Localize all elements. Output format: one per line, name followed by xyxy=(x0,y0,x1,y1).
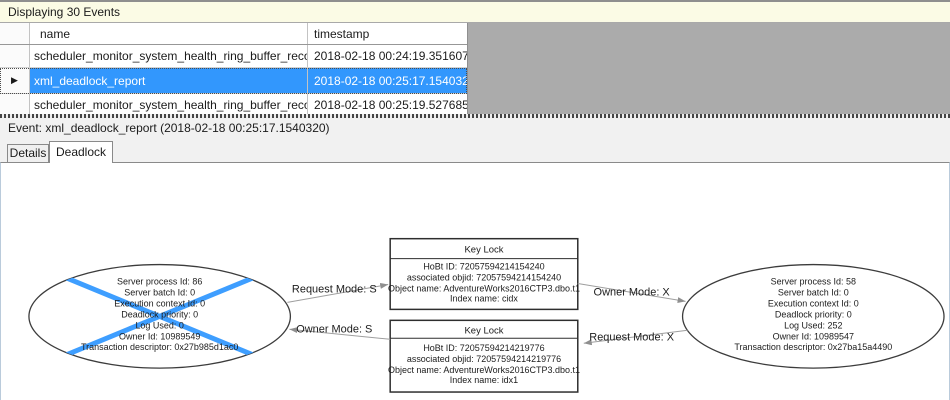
table-row[interactable]: scheduler_monitor_system_health_ring_buf… xyxy=(0,45,467,68)
resource-attr-line: HoBt ID: 72057594214154240 xyxy=(423,262,544,272)
deadlock-edges xyxy=(287,282,688,346)
process-attr-line: Owner Id: 10989549 xyxy=(119,331,200,341)
cell-timestamp: 2018-02-18 00:24:19.3516078 xyxy=(314,49,467,63)
process-winner-attributes: Server process Id: 58 Server batch Id: 0… xyxy=(734,276,892,352)
tab-strip: Details Deadlock xyxy=(0,139,950,163)
row-selector-cell[interactable] xyxy=(0,45,30,67)
resource-attr-line: Object name: AdventureWorks2016CTP3.dbo.… xyxy=(388,283,580,293)
process-attr-line: Deadlock priority: 0 xyxy=(775,309,852,319)
resource-bottom-attributes: Key Lock HoBt ID: 72057594214219776 asso… xyxy=(388,325,580,385)
process-attr-line: Log Used: 252 xyxy=(784,320,842,330)
resource-attr-line: Index name: idx1 xyxy=(450,375,518,385)
events-banner-label: Displaying 30 Events xyxy=(8,5,121,19)
cell-timestamp: 2018-02-18 00:25:19.5276859 xyxy=(314,98,467,112)
event-summary-label: Event: xml_deadlock_report (2018-02-18 0… xyxy=(8,121,330,135)
edge-request-s xyxy=(287,282,389,303)
resource-attr-line: Index name: cidx xyxy=(450,293,518,303)
process-attr-line: Owner Id: 10989547 xyxy=(773,331,854,341)
table-row[interactable]: scheduler_monitor_system_health_ring_buf… xyxy=(0,94,467,117)
cell-name: scheduler_monitor_system_health_ring_buf… xyxy=(30,94,308,116)
process-attr-line: Execution context Id: 0 xyxy=(768,298,859,308)
process-attr-line: Server process Id: 86 xyxy=(117,276,202,286)
grid-header-row: name timestamp xyxy=(0,23,467,45)
edge-label-owner-s: Owner Mode: S xyxy=(296,323,372,335)
cell-name: xml_deadlock_report xyxy=(30,68,308,93)
process-attr-line: Transaction descriptor: 0x27ba15a4490 xyxy=(734,342,892,352)
column-header-timestamp[interactable]: timestamp xyxy=(314,26,370,41)
edge-owner-s xyxy=(289,327,391,340)
edge-request-x xyxy=(583,329,688,346)
events-grid: name timestamp scheduler_monitor_system_… xyxy=(0,23,468,117)
resource-attr-line: associated objid: 72057594214219776 xyxy=(407,354,561,364)
deadlock-graph-panel: Request Mode: S Owner Mode: S Owner Mode… xyxy=(0,162,950,400)
process-attr-line: Deadlock priority: 0 xyxy=(121,309,198,319)
cell-name: scheduler_monitor_system_health_ring_buf… xyxy=(30,45,308,67)
selected-row-marker-icon: ▶ xyxy=(11,75,18,85)
process-attr-line: Execution context Id: 0 xyxy=(114,298,205,308)
table-row-selected[interactable]: ▶ xml_deadlock_report 2018-02-18 00:25:1… xyxy=(0,68,467,94)
resource-top-attributes: Key Lock HoBt ID: 72057594214154240 asso… xyxy=(388,245,580,304)
resource-title: Key Lock xyxy=(464,325,503,336)
events-banner: Displaying 30 Events xyxy=(0,0,950,23)
deadlock-graph: Request Mode: S Owner Mode: S Owner Mode… xyxy=(28,237,945,393)
grid-splitter-handle[interactable] xyxy=(0,114,950,118)
process-attr-line: Server batch Id: 0 xyxy=(778,287,849,297)
resource-node-top[interactable] xyxy=(389,237,579,311)
resource-attr-line: associated objid: 72057594214154240 xyxy=(407,273,561,283)
tab-deadlock[interactable]: Deadlock xyxy=(49,141,113,163)
process-node-winner[interactable] xyxy=(681,263,945,369)
edge-label-request-s: Request Mode: S xyxy=(292,283,377,295)
column-header-name[interactable]: name xyxy=(30,23,308,44)
edge-owner-x xyxy=(577,283,686,304)
event-summary-bar: Event: xml_deadlock_report (2018-02-18 0… xyxy=(0,118,950,139)
resource-attr-line: HoBt ID: 72057594214219776 xyxy=(423,343,544,353)
cell-timestamp: 2018-02-18 00:25:17.1540320 xyxy=(308,68,467,93)
row-selector-header[interactable] xyxy=(0,23,30,44)
resource-attr-line: Object name: AdventureWorks2016CTP3.dbo.… xyxy=(388,365,580,375)
tab-details[interactable]: Details xyxy=(7,144,49,162)
events-grid-region: name timestamp scheduler_monitor_system_… xyxy=(0,23,950,117)
process-attr-line: Server process Id: 58 xyxy=(771,276,856,286)
process-attr-line: Server batch Id: 0 xyxy=(124,287,195,297)
edge-label-owner-x: Owner Mode: X xyxy=(594,286,671,298)
victim-cross-icon xyxy=(37,264,282,369)
resource-title: Key Lock xyxy=(464,245,503,256)
process-victim-attributes: Server process Id: 86 Server batch Id: 0… xyxy=(81,276,238,352)
edge-label-request-x: Request Mode: X xyxy=(589,331,674,343)
resource-node-bottom[interactable] xyxy=(389,319,579,393)
process-attr-line: Transaction descriptor: 0x27b985d1ac0 xyxy=(81,342,238,352)
process-attr-line: Log Used: 0 xyxy=(135,320,183,330)
row-selector-cell[interactable]: ▶ xyxy=(0,68,30,93)
row-selector-cell[interactable] xyxy=(0,94,30,116)
